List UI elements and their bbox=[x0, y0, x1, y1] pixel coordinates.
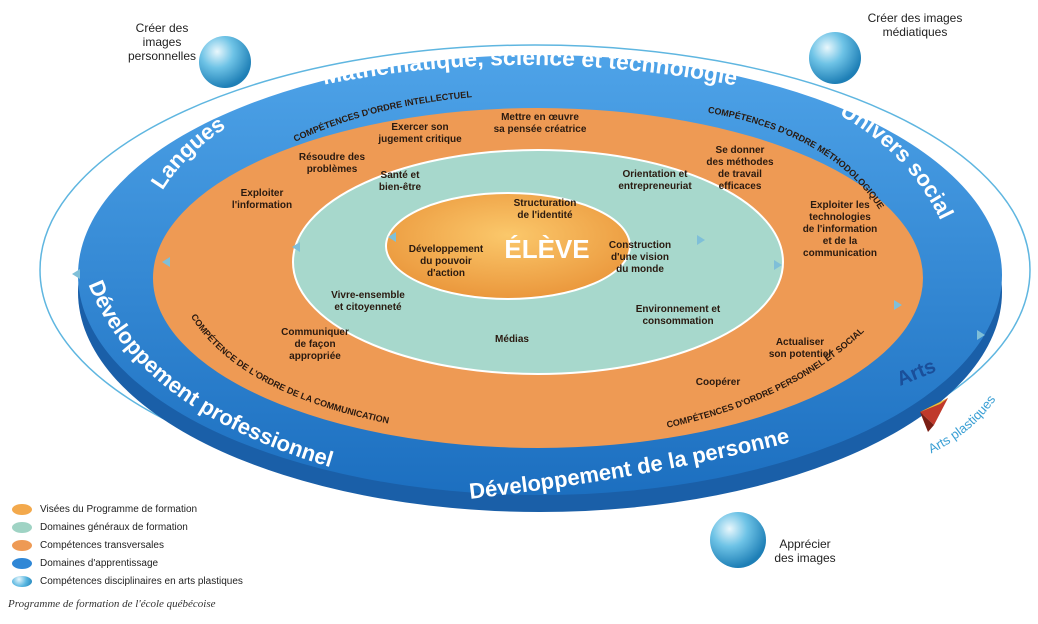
legend-label: Compétences disciplinaires en arts plast… bbox=[40, 575, 243, 587]
legend-item: Domaines d'apprentissage bbox=[12, 554, 243, 572]
legend-swatch-icon bbox=[12, 557, 32, 569]
legend-label: Visées du Programme de formation bbox=[40, 503, 198, 515]
sphere-icon-creer-mediatiques bbox=[809, 32, 861, 84]
legend-item: Visées du Programme de formation bbox=[12, 500, 243, 518]
sphere-icon-creer-personnelles bbox=[199, 36, 251, 88]
core-ellipse bbox=[385, 192, 631, 300]
sphere-icon-apprecier bbox=[710, 512, 766, 568]
legend-label: Domaines généraux de formation bbox=[40, 521, 188, 533]
legend-item: Compétences transversales bbox=[12, 536, 243, 554]
source-caption: Programme de formation de l'école québéc… bbox=[8, 598, 216, 610]
tc-cooperer: Coopérer bbox=[696, 377, 741, 388]
legend-swatch-icon bbox=[12, 539, 32, 551]
legend-label: Domaines d'apprentissage bbox=[40, 557, 159, 569]
arts-plastiques-pointer-icon bbox=[920, 398, 948, 432]
ring-arrows bbox=[72, 232, 985, 340]
legend-swatch-icon bbox=[12, 575, 32, 587]
legend-label: Compétences transversales bbox=[40, 539, 164, 551]
legend-item: Compétences disciplinaires en arts plast… bbox=[12, 572, 243, 590]
legend-swatch-icon bbox=[12, 521, 32, 533]
legend-item: Domaines généraux de formation bbox=[12, 518, 243, 536]
center-label: ÉLÈVE bbox=[504, 234, 589, 264]
gd-medias: Médias bbox=[495, 334, 529, 345]
legend-swatch-icon bbox=[12, 503, 32, 515]
legend: Visées du Programme de formation Domaine… bbox=[12, 500, 243, 590]
